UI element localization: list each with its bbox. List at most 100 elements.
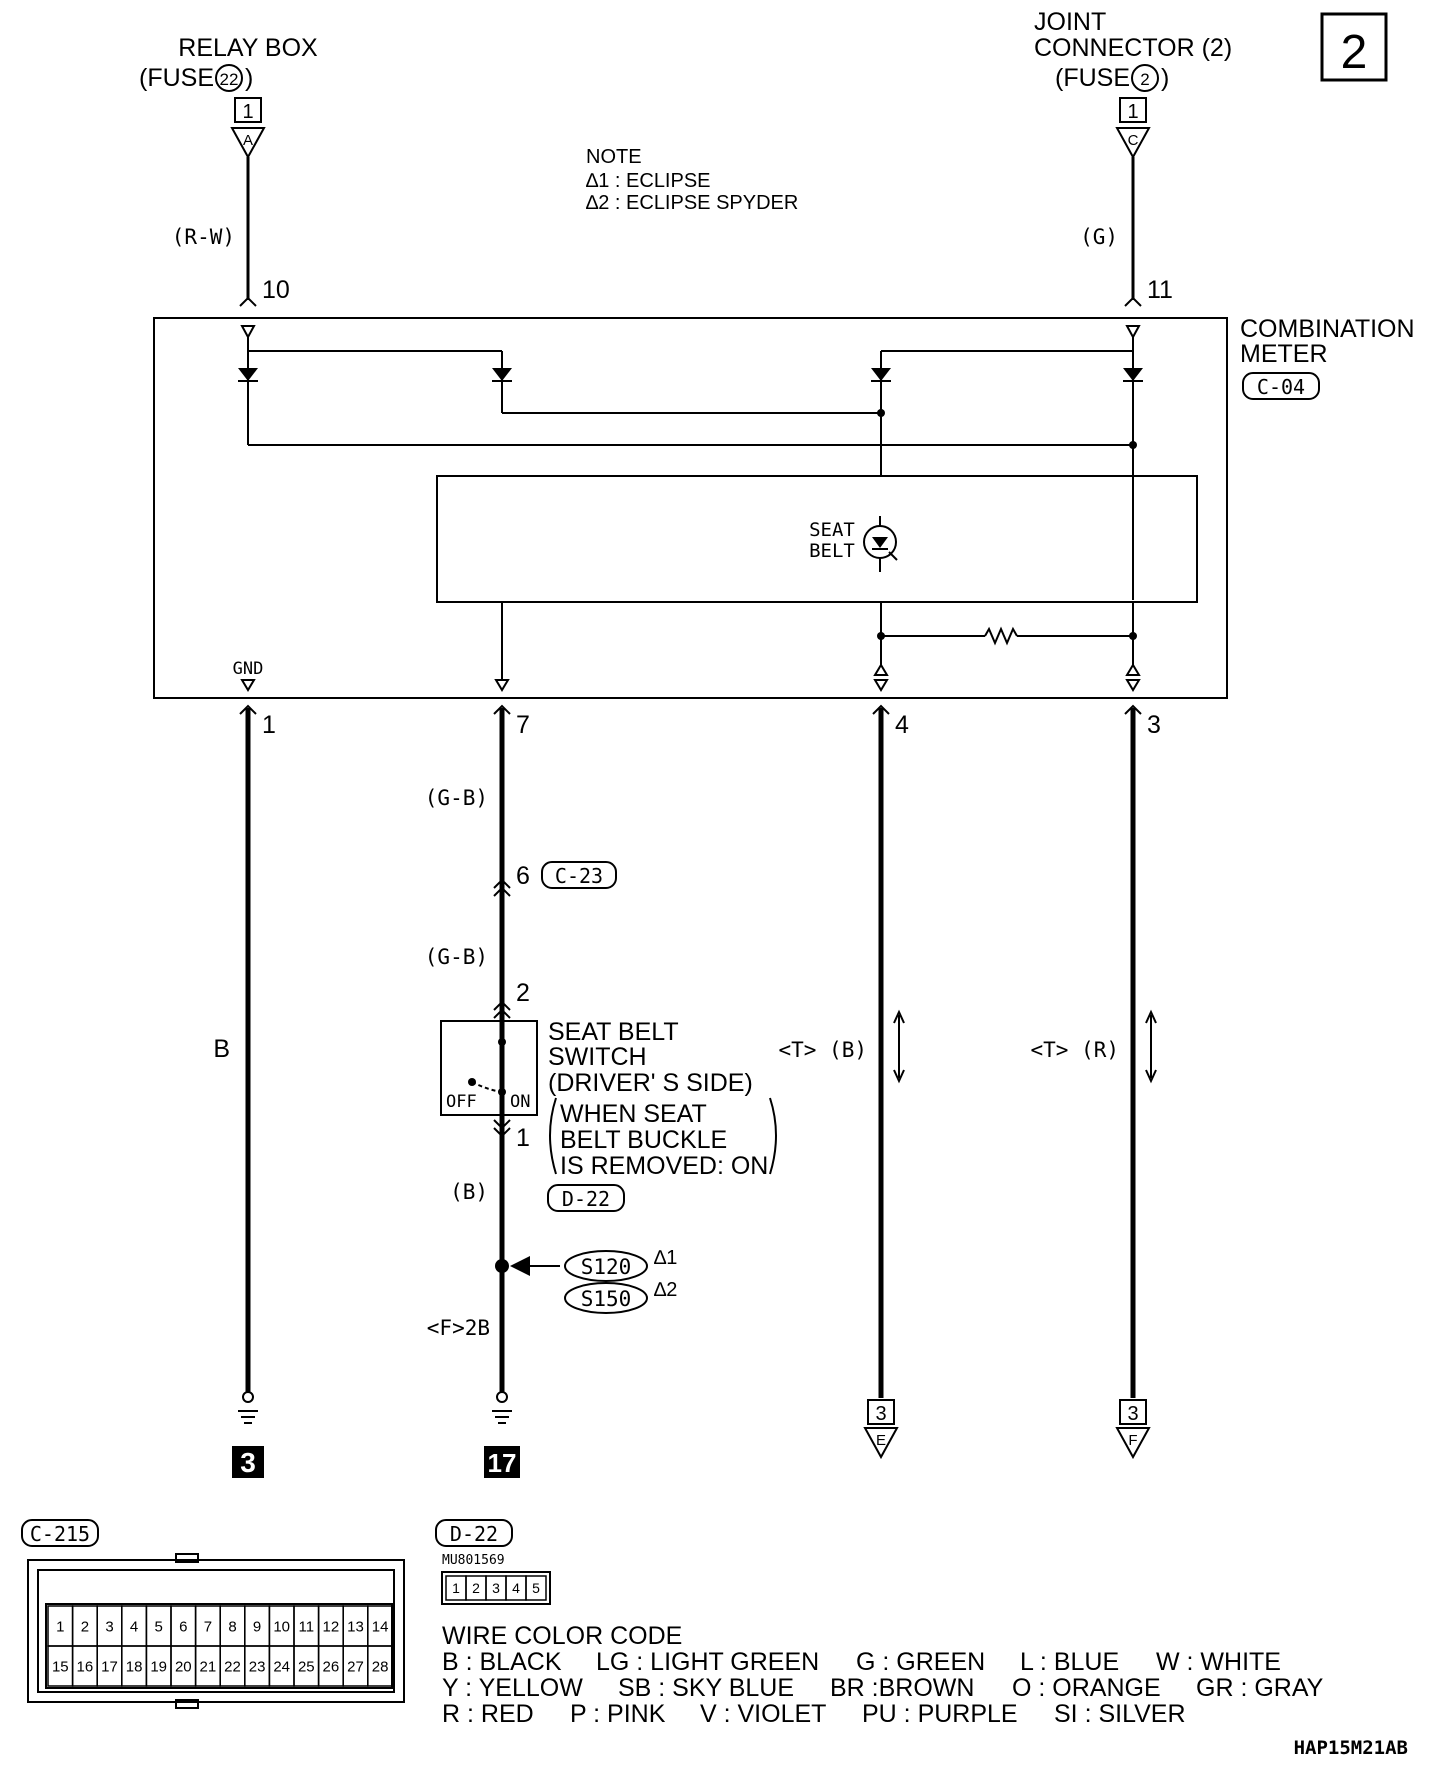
splice-s150-note: ∆2 (654, 1279, 677, 1301)
pin-1-label: 1 (262, 711, 276, 739)
joint-connector-terminal: 1 (1127, 101, 1138, 123)
switch-condition-1: WHEN SEAT (560, 1100, 707, 1128)
splice-point (495, 1259, 509, 1273)
wire-color-code-legend: WIRE COLOR CODE B : BLACK LG : LIGHT GRE… (442, 1622, 1324, 1728)
note-item-1: ∆1 : ECLIPSE (586, 170, 711, 192)
relay-box-label: RELAY BOX (178, 34, 318, 62)
relay-box-source: RELAY BOX (FUSE 22 ) 1 A (139, 34, 318, 160)
switch-body (440, 1020, 538, 1116)
d22-part-number: MU801569 (442, 1553, 505, 1568)
combination-meter-box (153, 317, 1228, 699)
led-icon (863, 516, 898, 572)
c215-pin-cell (367, 1645, 394, 1687)
c215-pin-7: 7 (204, 1618, 212, 1635)
connector-tag-c215 (21, 1519, 99, 1547)
lamp-label-belt: BELT (809, 540, 855, 562)
c215-pin-8: 8 (228, 1618, 236, 1635)
switch-condition-2: BELT BUCKLE (560, 1126, 727, 1154)
ground-point-3: 3 (240, 1447, 256, 1478)
joint-connector-fuse-prefix: (FUSE (1055, 64, 1130, 92)
splice-s120-note: ∆1 (654, 1247, 677, 1269)
connector-c04-label: C-04 (1257, 375, 1305, 399)
connector-tag-c04 (1242, 372, 1320, 400)
ground-symbol-17: 17 (484, 1391, 520, 1478)
continuation-e-page: 3 (875, 1403, 886, 1425)
joint-connector-terminal-box (1119, 97, 1147, 123)
c215-pin-20: 20 (175, 1658, 192, 1675)
switch-on-label: ON (510, 1092, 530, 1112)
gnd-label: GND (233, 659, 264, 679)
joint-connector-source: JOINT CONNECTOR (2) (FUSE 2 ) 1 C (1034, 8, 1232, 160)
connector-tag-d22 (547, 1184, 625, 1212)
color-code-p: P : PINK (570, 1700, 666, 1728)
connector-d22-label: D-22 (562, 1187, 610, 1211)
pin-11-label: 11 (1147, 276, 1173, 304)
connector-c23-label: C-23 (555, 864, 603, 888)
wire-color-t-b: <T> (B) (778, 1038, 867, 1062)
c215-pin-6: 6 (179, 1618, 187, 1635)
combination-meter-label: COMBINATION (1240, 315, 1415, 343)
switch-label-3: (DRIVER' S SIDE) (548, 1069, 753, 1097)
c215-pin-10: 10 (273, 1618, 290, 1635)
pin-1-mark (239, 704, 257, 715)
fuse-number-circle (215, 64, 243, 92)
meter-internal-circuit: SEAT BELT GND (233, 325, 1198, 692)
relay-box-connector-triangle (230, 127, 266, 160)
d22-pin-cell (525, 1575, 547, 1601)
page-number-box: 2 (1320, 12, 1388, 82)
continuation-f-letter: F (1128, 1432, 1137, 1449)
ground-symbol-3: 3 (232, 1391, 264, 1478)
fuse-number-circle (1131, 64, 1159, 92)
note-item-2: ∆2 : ECLIPSE SPYDER (586, 192, 798, 214)
joint-connector-fuse-number: 2 (1140, 70, 1149, 89)
relay-box-fuse-number: 22 (220, 70, 239, 89)
color-code-v: V : VIOLET (700, 1700, 826, 1728)
relay-box-terminal: 1 (242, 101, 253, 123)
relay-box-connector-letter: A (243, 132, 253, 149)
wire-color-gb-2: (G-B) (425, 945, 488, 969)
joint-connector-label: JOINT (1034, 8, 1106, 36)
continuation-f: 3 F (1115, 1399, 1151, 1460)
splice-s120-label: S120 (581, 1255, 632, 1279)
joint-connector-fuse-suffix: ) (1161, 64, 1169, 92)
pin-3-label: 3 (1147, 711, 1161, 739)
wire-color-g: (G) (1080, 225, 1118, 249)
c215-housing (27, 1559, 405, 1703)
splice-s150-label: S150 (581, 1287, 632, 1311)
color-code-b: B : BLACK (442, 1648, 562, 1676)
c215-pin-28: 28 (372, 1658, 389, 1675)
c23-pin-label: 6 (516, 862, 530, 890)
c215-pin-13: 13 (347, 1618, 364, 1635)
continuation-e: 3 E (863, 1399, 899, 1460)
color-code-y: Y : YELLOW (442, 1674, 583, 1702)
continuation-f-page: 3 (1127, 1403, 1138, 1425)
color-code-r: R : RED (442, 1700, 534, 1728)
c215-pin-1: 1 (56, 1618, 64, 1635)
pin-7-mark (493, 704, 511, 715)
switch-off-label: OFF (446, 1092, 477, 1112)
resistor-icon (984, 626, 1018, 646)
bidirectional-arrow-icon (893, 1009, 905, 1084)
combination-meter-label-2: METER (1240, 340, 1328, 368)
relay-box-terminal-box (234, 97, 262, 123)
joint-connector-triangle (1115, 127, 1151, 160)
c215-pin-23: 23 (249, 1658, 266, 1675)
lamp-label-seat: SEAT (809, 519, 855, 541)
pin-4-mark (872, 704, 890, 715)
d22-pin-1: 1 (452, 1580, 460, 1596)
c215-pin-3: 3 (105, 1618, 113, 1635)
c215-pin-15: 15 (52, 1658, 69, 1675)
relay-box-fuse-suffix: ) (245, 64, 253, 92)
connector-tag-c23 (541, 861, 617, 889)
joint-connector-letter: C (1128, 132, 1139, 149)
ground-location-label: <F>2B (427, 1316, 490, 1340)
c215-pin-2: 2 (81, 1618, 89, 1635)
color-code-lg: LG : LIGHT GREEN (596, 1648, 819, 1676)
c215-pin-12: 12 (323, 1618, 340, 1635)
d22-housing (441, 1571, 551, 1605)
